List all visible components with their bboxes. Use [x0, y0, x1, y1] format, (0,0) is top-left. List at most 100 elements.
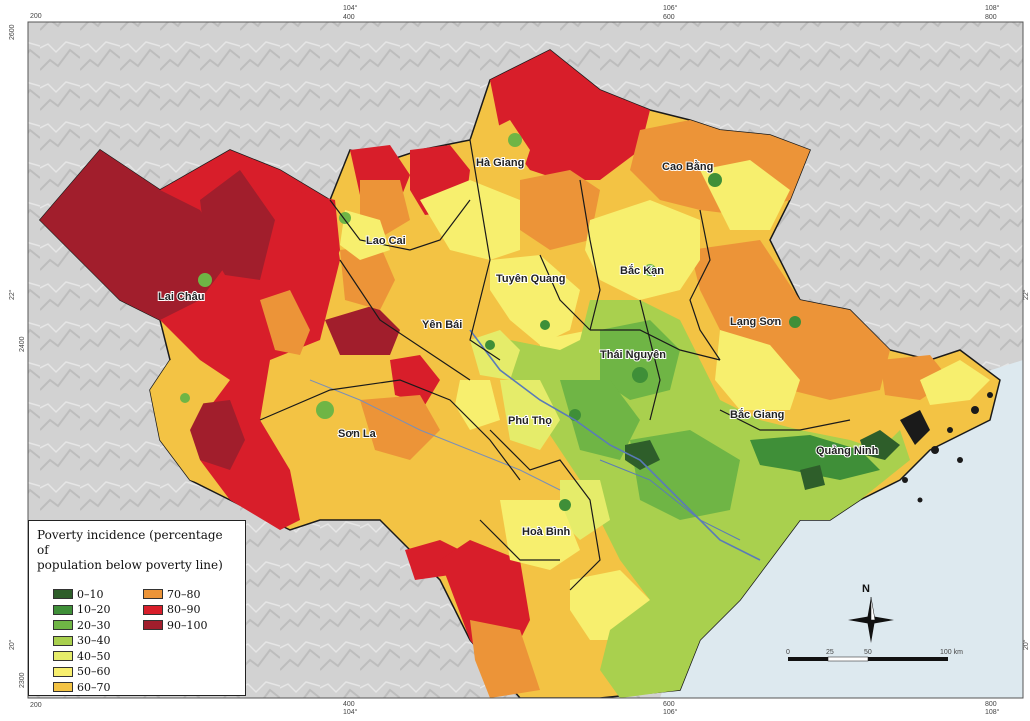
region-50-60-d	[715, 330, 800, 410]
town-dienbien	[180, 393, 190, 403]
legend-item: 60–70	[53, 680, 111, 694]
map-frame	[27, 21, 1024, 699]
north-arrow-icon: N	[848, 583, 894, 643]
legend-swatch	[53, 682, 73, 692]
legend-title: Poverty incidence (percentage of populat…	[37, 528, 237, 573]
town-caobang	[708, 173, 722, 187]
scale-label-0: 0	[786, 649, 790, 656]
coord-top-2: 400	[343, 14, 355, 21]
region-40-50-a	[470, 330, 520, 380]
town-hagiang	[508, 133, 522, 147]
legend-title-line-2: population below poverty line)	[37, 558, 223, 572]
scale-label-25: 25	[826, 649, 834, 656]
islands	[900, 392, 993, 503]
coord-top-5: 108°	[985, 4, 1000, 12]
region-50-60-hoabinh	[500, 500, 580, 570]
legend-swatch	[53, 651, 73, 661]
label-lao-cai: Lao Cai	[366, 235, 406, 247]
legend-item: 10–20	[53, 603, 111, 617]
region-40-50-phutho	[500, 380, 560, 450]
region-50-60-b	[700, 160, 790, 230]
region-90-100-south	[185, 400, 245, 470]
region-50-60-f	[920, 360, 990, 405]
region-70-80-g	[520, 170, 600, 250]
coord-bottom-5: 108°	[985, 708, 1000, 716]
coord-left-1: 22°	[8, 289, 16, 300]
river-red	[469, 329, 761, 561]
label-ha-giang: Hà Giang	[476, 157, 524, 169]
region-0-10-halong	[860, 430, 900, 460]
coord-bottom-1: 104°	[343, 708, 358, 716]
legend-label: 90–100	[167, 618, 208, 632]
coord-top-4: 600	[663, 14, 675, 21]
scale-bar: 0 25 50 100 km	[786, 649, 963, 662]
label-son-la: Sơn La	[338, 428, 377, 440]
region-90-100-laichau	[40, 150, 230, 320]
town-laichau	[198, 273, 212, 287]
legend-swatch	[53, 620, 73, 630]
region-50-60-tuyenquang	[490, 255, 580, 345]
region-80-90-d	[275, 190, 340, 300]
coord-bottom-4: 600	[663, 701, 675, 708]
legend-swatch	[143, 620, 163, 630]
river-branch	[599, 459, 741, 541]
legend-label: 30–40	[77, 634, 111, 647]
town-backan	[644, 264, 656, 276]
legend-swatch	[53, 604, 73, 615]
legend-label: 50–60	[77, 665, 111, 678]
legend-item: 90–100	[143, 618, 208, 632]
legend-label: 80–90	[167, 603, 201, 616]
coord-bottom-2: 400	[343, 701, 355, 708]
label-bac-giang: Bắc Giang	[730, 408, 784, 421]
region-0-10-hanoi	[625, 440, 660, 470]
legend-label: 0–10	[77, 587, 104, 601]
coord-left-3: 20°	[8, 639, 16, 650]
coord-top-6: 800	[985, 14, 997, 21]
label-lai-chau: Lai Châu	[158, 291, 204, 303]
region-40-50-b	[560, 480, 610, 540]
region-80-90-hagiang	[490, 50, 650, 180]
legend: Poverty incidence (percentage of populat…	[28, 520, 246, 696]
region-70-80-a	[260, 290, 310, 355]
coord-bottom-3: 106°	[663, 708, 678, 716]
legend-item: 50–60	[53, 665, 111, 679]
region-70-80-j	[360, 395, 440, 460]
label-tuyen-quang: Tuyên Quang	[496, 273, 565, 285]
town-thainguyen	[632, 367, 648, 383]
coord-top-3: 106°	[663, 4, 678, 12]
province-boundaries	[259, 139, 851, 591]
legend-item: 0–10	[53, 587, 104, 601]
legend-label: 70–80	[167, 587, 201, 601]
region-50-60-backan	[585, 200, 700, 300]
town-yenbai	[485, 340, 495, 350]
legend-item: 30–40	[53, 634, 111, 648]
region-50-60-laocai	[340, 210, 390, 260]
region-50-60-a	[420, 180, 520, 260]
legend-item: 20–30	[53, 618, 111, 632]
coord-top-0: 200	[30, 13, 42, 20]
legend-item: 80–90	[143, 603, 201, 617]
region-90-100-center	[325, 305, 400, 355]
label-bac-kan: Bắc Kạn	[620, 264, 664, 277]
label-yen-bai: Yên Bái	[422, 319, 462, 331]
compass-north-label: N	[862, 583, 870, 595]
legend-item: 40–50	[53, 649, 111, 663]
town-hoabinh	[559, 499, 571, 511]
label-cao-bang: Cao Bằng	[662, 160, 713, 173]
region-90-100-north	[200, 170, 275, 280]
legend-swatch	[53, 635, 73, 646]
coord-right-1: 20°	[1022, 639, 1030, 650]
legend-swatch	[143, 589, 163, 599]
coord-right-0: 22°	[1022, 289, 1030, 300]
coord-left-2: 2400	[19, 336, 26, 352]
legend-title-line-1: Poverty incidence (percentage of	[37, 528, 223, 557]
label-quang-ninh: Quảng Ninh	[816, 445, 879, 457]
coord-left-0: 2600	[9, 24, 16, 40]
coord-left-4: 2300	[19, 672, 26, 688]
legend-label: 60–70	[77, 680, 111, 694]
label-hoa-binh: Hoà Bình	[522, 526, 571, 538]
region-70-80-h	[340, 245, 395, 310]
